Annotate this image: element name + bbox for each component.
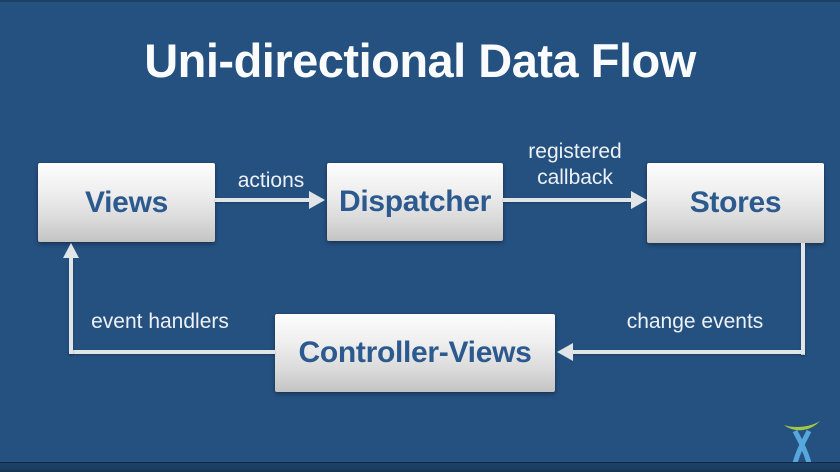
edge-registered-callback-arrowhead-icon: [631, 191, 647, 209]
edge-registered-callback-line: [503, 198, 631, 202]
edge-change-events-label: change events: [626, 310, 764, 333]
footer-strip: [0, 462, 840, 472]
edge-actions-line: [215, 198, 311, 202]
edge-registered-callback-label: registered callback: [528, 140, 622, 189]
node-views-label: Views: [84, 185, 168, 219]
atlassian-logo-icon: [782, 417, 822, 470]
edge-change-events-vertical-line: [801, 243, 805, 355]
edge-actions-arrowhead-icon: [309, 191, 325, 209]
edge-event-handlers-arrowhead-icon: [63, 243, 79, 258]
top-edge-divider: [0, 0, 840, 2]
node-stores-label: Stores: [689, 186, 782, 219]
node-controller-views: Controller-Views: [275, 314, 555, 392]
node-dispatcher-label: Dispatcher: [338, 185, 492, 218]
edge-change-events-horizontal-line: [573, 350, 805, 354]
edge-event-handlers-horizontal-line: [69, 350, 275, 354]
edge-actions-label: actions: [237, 169, 305, 192]
node-controller-views-label: Controller-Views: [298, 336, 532, 369]
edge-event-handlers-label: event handlers: [91, 310, 229, 333]
node-views: Views: [38, 163, 215, 242]
edge-event-handlers-vertical-line: [69, 258, 73, 354]
node-dispatcher: Dispatcher: [327, 163, 503, 241]
page-title: Uni-directional Data Flow: [144, 34, 696, 87]
edge-change-events-arrowhead-icon: [557, 343, 573, 361]
node-stores: Stores: [647, 163, 824, 243]
